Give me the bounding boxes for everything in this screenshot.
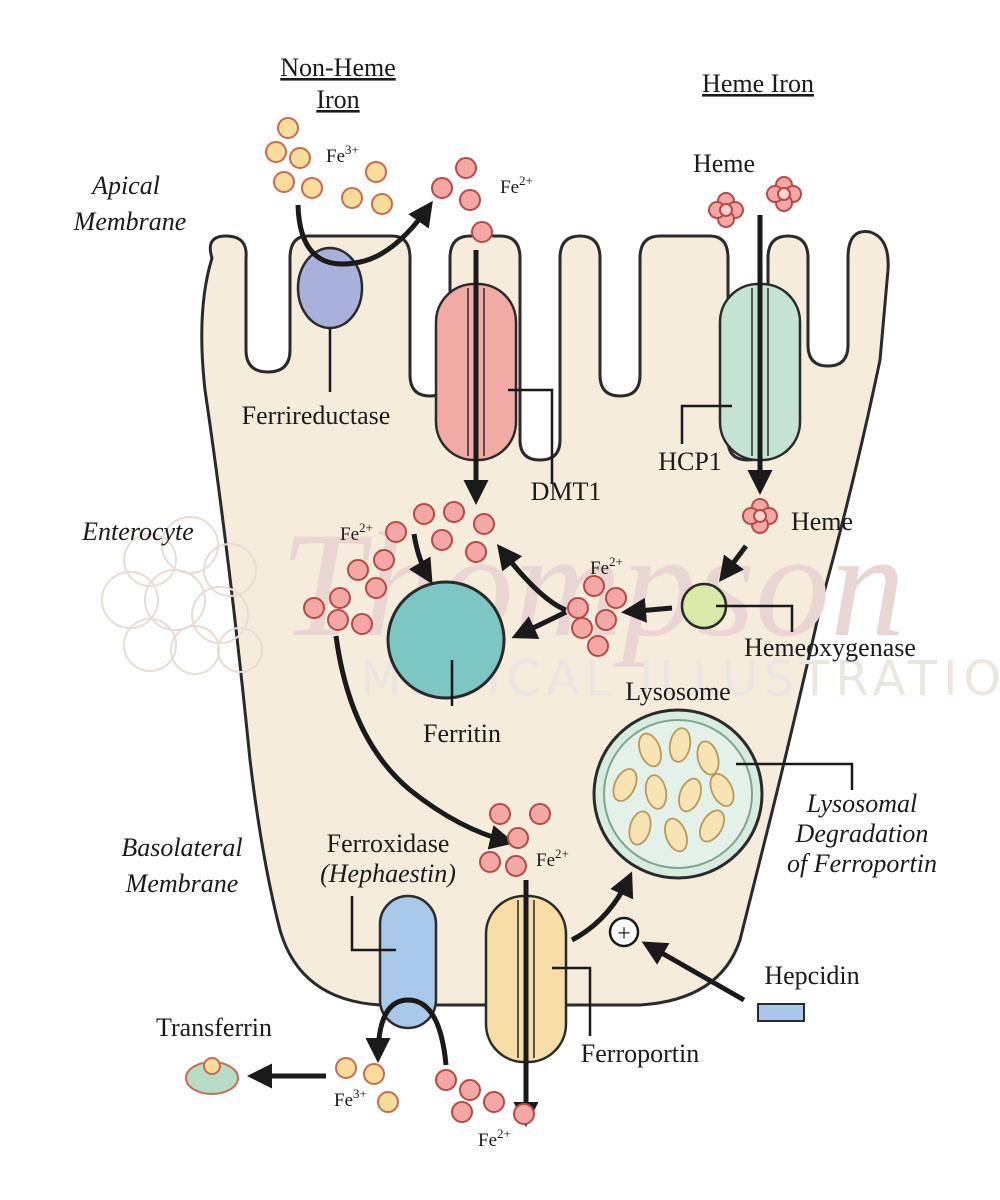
fe3-label-basolateral: Fe3+ (334, 1086, 367, 1111)
heme-molecule-mid (742, 498, 778, 534)
fe3-ions-apical (265, 117, 393, 215)
ferroportin-label: Ferroportin (581, 1039, 699, 1068)
non-heme-header-line2: Iron (316, 85, 359, 114)
hemeoxygenase-leader (716, 604, 794, 632)
fe2-label-basolateral: Fe2+ (536, 846, 569, 871)
fe2-ions-exported (435, 1069, 535, 1125)
transferrin-protein (185, 1057, 239, 1095)
ferritin-protein (386, 580, 506, 700)
oxygenase-to-fe2-arrow (621, 597, 673, 623)
fe2-to-pool-arrow (496, 544, 567, 613)
lysosomal-label-line2: Degradation (795, 819, 929, 848)
basolateral-label-line1: Basolateral (121, 833, 242, 862)
heme-to-oxygenase-arrow (719, 544, 748, 582)
lysosome-label: Lysosome (625, 677, 730, 706)
fe2-label-heme-derived: Fe2+ (590, 554, 623, 579)
fe3-ions-basolateral (335, 1057, 399, 1113)
hcp1-leader (680, 404, 732, 444)
heme-label-mid: Heme (791, 507, 853, 536)
ferroxidase-protein (378, 894, 438, 1030)
fe2-label-exported: Fe2+ (478, 1126, 511, 1151)
dmt1-leader (508, 388, 554, 484)
hcp1-label: HCP1 (658, 447, 722, 476)
fe2-ions-apical (431, 157, 493, 243)
ferroportin-to-lysosome-arrow (570, 871, 634, 943)
lysosomal-label-line3: of Ferroportin (787, 849, 937, 878)
fe2-oxidation-arrow (365, 997, 449, 1066)
fe2-to-ferritin-arrow (511, 609, 568, 639)
fe2-to-ferritin-storage-arrow (408, 533, 433, 585)
plus-sign: + (617, 921, 631, 947)
fe2-label-apical: Fe2+ (500, 173, 533, 198)
apical-label-line1: Apical (90, 171, 160, 200)
hemeoxygenase-label: Hemeoxygenase (744, 633, 916, 662)
stimulation-plus-icon (608, 916, 640, 948)
lysosomal-label-line1: Lysosomal (806, 789, 917, 818)
ferroportin-leader (552, 966, 592, 1036)
hepcidin-peptide (757, 1003, 805, 1022)
fe2-label-pool: Fe2+ (340, 520, 373, 545)
basolateral-label-line2: Membrane (125, 869, 239, 898)
ferroxidase-leader (350, 896, 396, 952)
heme-label-top: Heme (693, 149, 755, 178)
heme-molecules-top (708, 176, 802, 228)
ferrireductase-label: Ferrireductase (242, 401, 391, 430)
hepcidin-label: Hepcidin (764, 961, 859, 990)
degraded-ferroportin-fragments (612, 727, 735, 853)
fe2-to-basolateral-arrow (333, 635, 515, 850)
fe2-ions-basolateral (479, 803, 551, 877)
lysosomal-leader (736, 762, 854, 790)
transferrin-label: Transferrin (156, 1013, 272, 1042)
lysosome-organelle (592, 708, 764, 880)
enterocyte-label: Enterocyte (81, 517, 194, 546)
fe3-reduction-arrow (295, 200, 433, 267)
hepcidin-arrow (641, 941, 746, 1003)
fe3-label-apical: Fe3+ (326, 142, 359, 167)
hephaestin-label: (Hephaestin) (320, 859, 456, 888)
ferroxidase-label: Ferroxidase (327, 829, 450, 858)
fe2-ions-pool (303, 501, 495, 635)
watermark-logo (101, 516, 263, 675)
fe2-ions-heme-derived (567, 575, 627, 657)
apical-label-line2: Membrane (73, 207, 187, 236)
non-heme-header-line1: Non-Heme (280, 53, 396, 82)
heme-iron-header: Heme Iron (702, 69, 814, 98)
dmt1-label: DMT1 (531, 477, 602, 506)
ferritin-label: Ferritin (423, 719, 501, 748)
